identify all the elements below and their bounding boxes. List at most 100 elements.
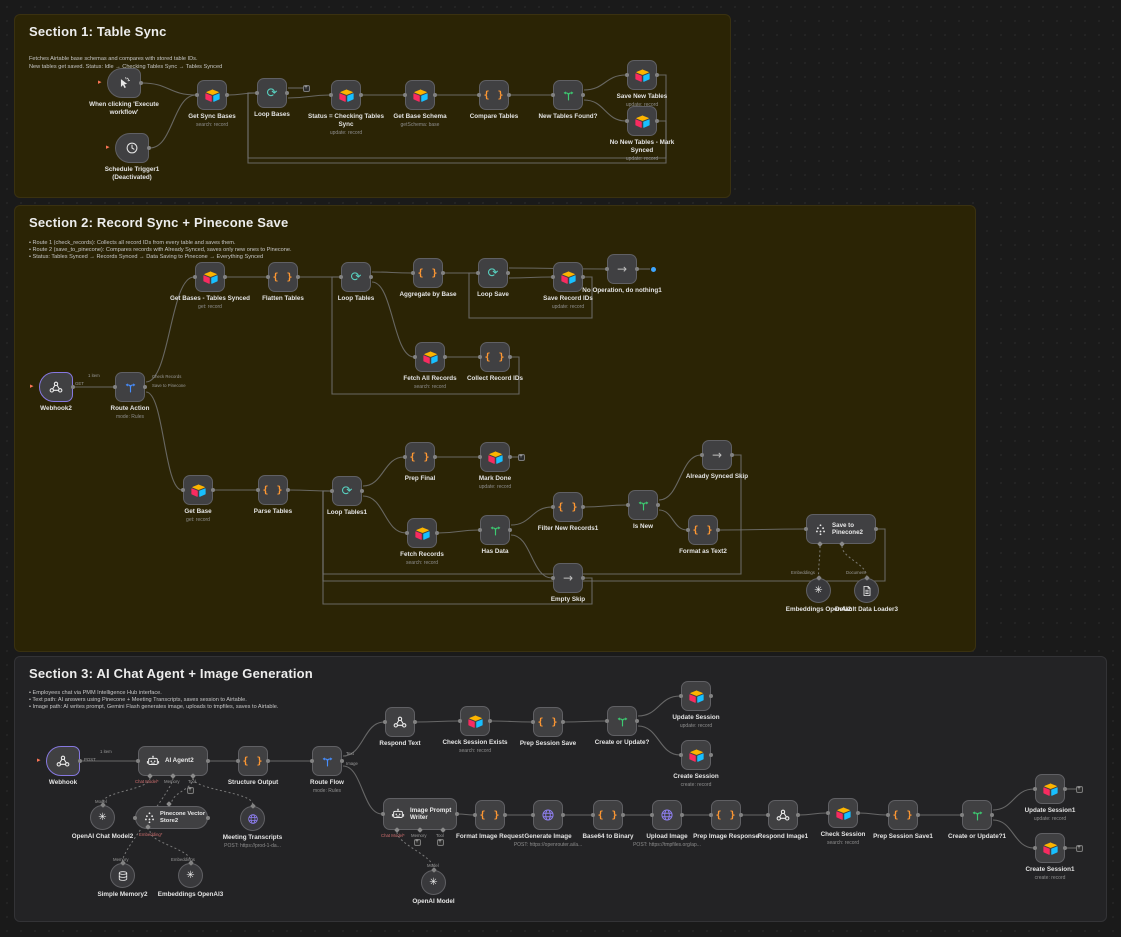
- openai-icon: ✳: [186, 870, 195, 881]
- openai-icon: ✳: [429, 877, 438, 888]
- code-icon: { }: [715, 809, 737, 821]
- node-loop-tables[interactable]: ⟳: [339, 262, 373, 292]
- node-status-checking[interactable]: [329, 80, 363, 110]
- node-aggregate-by-base[interactable]: { }: [411, 258, 445, 288]
- port-label-lbl-embeddings-port: Embeddings: [791, 570, 815, 575]
- node-empty-skip[interactable]: →: [551, 563, 585, 593]
- robot-icon: [146, 754, 160, 768]
- node-meeting-transcripts[interactable]: [240, 806, 265, 831]
- node-prep-image-response[interactable]: { }: [709, 800, 743, 830]
- node-save-to-pinecone2[interactable]: Save to Pinecone2: [804, 514, 878, 544]
- port-label-lbl-check-records: Check Records: [152, 374, 182, 379]
- node-ai-agent2[interactable]: AI Agent2: [136, 746, 210, 776]
- node-mark-done[interactable]: [478, 442, 512, 472]
- node-simple-memory2[interactable]: [110, 863, 135, 888]
- node-image-prompt-writer[interactable]: Image Prompt Writer: [381, 798, 459, 830]
- noop-icon: →: [711, 448, 723, 462]
- node-update-session1[interactable]: [1033, 774, 1067, 804]
- node-already-synced-skip[interactable]: →: [700, 440, 734, 470]
- pinecone-icon: [143, 811, 156, 824]
- node-loop-bases[interactable]: ⟳: [255, 78, 289, 108]
- node-create-session[interactable]: [679, 740, 713, 770]
- port-label-lbl-1item-s2: 1 item: [88, 373, 100, 378]
- noop-icon: →: [616, 262, 628, 276]
- add-node-button[interactable]: +: [1075, 844, 1083, 852]
- clock-icon: [125, 141, 139, 155]
- node-when-clicking[interactable]: [107, 68, 143, 98]
- node-update-session[interactable]: [679, 681, 713, 711]
- add-node-button[interactable]: +: [1075, 785, 1083, 793]
- node-check-session[interactable]: [826, 798, 860, 828]
- node-prep-session-save[interactable]: { }: [531, 707, 565, 737]
- node-new-tables-found[interactable]: [551, 80, 585, 110]
- port-label-lbl-tool-a: Tool: [188, 779, 196, 784]
- section-2-title: Section 2: Record Sync + Pinecone Save: [29, 215, 289, 230]
- switch-icon: [124, 381, 137, 394]
- node-get-bases-tables-synced[interactable]: [193, 262, 227, 292]
- node-structure-output[interactable]: { }: [236, 746, 270, 776]
- add-node-button[interactable]: +: [186, 786, 194, 794]
- node-save-record-ids[interactable]: [551, 262, 585, 292]
- node-openai-chat-model2[interactable]: ✳: [90, 805, 115, 830]
- node-collect-record-ids[interactable]: { }: [478, 342, 512, 372]
- node-webhook[interactable]: [46, 746, 82, 776]
- node-schedule-trigger1[interactable]: [115, 133, 151, 163]
- openai-icon: ✳: [98, 812, 107, 823]
- node-filter-new-records1[interactable]: { }: [551, 492, 585, 522]
- node-pinecone-vector-store2[interactable]: Pinecone Vector Store2: [133, 806, 210, 829]
- port-label-lbl-document-port: Document: [846, 570, 866, 575]
- node-route-flow[interactable]: [310, 746, 344, 776]
- node-create-or-update[interactable]: [605, 706, 639, 736]
- node-webhook2[interactable]: [39, 372, 75, 402]
- node-get-base-schema[interactable]: [403, 80, 437, 110]
- node-upload-image[interactable]: [650, 800, 684, 830]
- node-create-or-update1[interactable]: [960, 800, 994, 830]
- add-node-button[interactable]: +: [302, 84, 310, 92]
- node-prep-final[interactable]: { }: [403, 442, 437, 472]
- node-respond-text[interactable]: [383, 707, 417, 737]
- node-format-image-request[interactable]: { }: [473, 800, 507, 830]
- node-loop-tables1[interactable]: ⟳: [330, 476, 364, 506]
- node-respond-image1[interactable]: [766, 800, 800, 830]
- section-2-desc-line-3: • Status: Tables Synced → Records Synced…: [29, 254, 264, 260]
- node-loop-save[interactable]: ⟳: [476, 258, 510, 288]
- airtable-icon: [338, 88, 354, 103]
- node-format-as-text2[interactable]: { }: [686, 515, 720, 545]
- node-default-data-loader3[interactable]: [854, 578, 879, 603]
- port-label-lbl-memory-c: Memory: [113, 857, 129, 862]
- node-is-new[interactable]: [626, 490, 660, 520]
- if-icon: [971, 809, 984, 822]
- node-prep-session-save1[interactable]: { }: [886, 800, 920, 830]
- airtable-icon: [634, 68, 650, 83]
- node-openai-model[interactable]: ✳: [421, 870, 446, 895]
- node-route-action[interactable]: [113, 372, 147, 402]
- node-has-data[interactable]: [478, 515, 512, 545]
- node-get-base[interactable]: [181, 475, 215, 505]
- code-icon: { }: [484, 351, 506, 363]
- node-no-operation[interactable]: →: [605, 254, 639, 284]
- node-get-sync-bases[interactable]: [195, 80, 229, 110]
- node-generate-image[interactable]: [531, 800, 565, 830]
- node-save-new-tables[interactable]: [625, 60, 659, 90]
- node-fetch-all-records[interactable]: [413, 342, 447, 372]
- trigger-pin-icon: ▸: [98, 79, 102, 86]
- airtable-icon: [202, 270, 218, 285]
- node-parse-tables[interactable]: { }: [256, 475, 290, 505]
- add-node-button[interactable]: +: [413, 838, 421, 846]
- add-node-button[interactable]: +: [517, 453, 525, 461]
- node-compare-tables[interactable]: { }: [477, 80, 511, 110]
- node-fetch-records[interactable]: [405, 518, 439, 548]
- openai-icon: ✳: [814, 585, 823, 596]
- code-icon: { }: [417, 267, 439, 279]
- node-base64-to-binary[interactable]: { }: [591, 800, 625, 830]
- add-node-button[interactable]: +: [436, 838, 444, 846]
- node-no-new-tables[interactable]: [625, 106, 659, 136]
- airtable-icon: [467, 714, 483, 729]
- node-check-session-exists[interactable]: [458, 706, 492, 736]
- node-embeddings-openai3[interactable]: ✳: [178, 863, 203, 888]
- node-embeddings-openai2[interactable]: ✳: [806, 578, 831, 603]
- node-flatten-tables[interactable]: { }: [266, 262, 300, 292]
- sticky-note-section-1[interactable]: Section 1: Table Sync Fetches Airtable b…: [14, 14, 731, 198]
- node-create-session1[interactable]: [1033, 833, 1067, 863]
